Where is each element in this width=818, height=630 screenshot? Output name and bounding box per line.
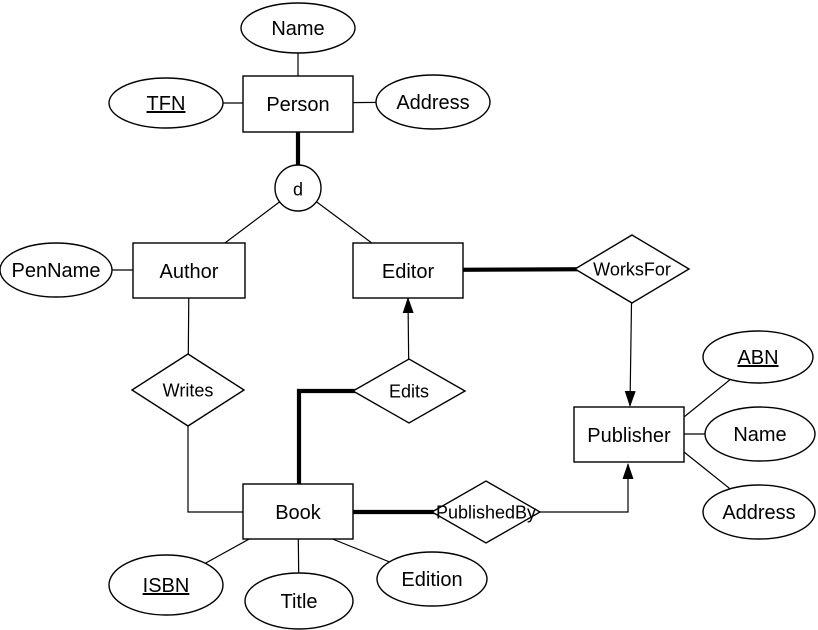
attribute-publisher-address: Address — [702, 484, 816, 540]
entity-book-box — [242, 483, 354, 540]
attribute-person-tfn: TFN — [108, 77, 224, 129]
entity-book-label: Book — [275, 502, 322, 524]
attribute-book-title-ellipse — [244, 572, 354, 630]
attribute-author-penname-label: PenName — [12, 260, 101, 282]
attribute-publisher-name-ellipse — [704, 406, 816, 462]
attribute-person-name-label: Name — [271, 18, 324, 40]
relationship-writes: Writes — [130, 353, 246, 427]
attribute-publisher-abn: ABN — [702, 330, 814, 384]
attribute-book-edition-label: Edition — [401, 569, 462, 591]
entity-editor-box — [352, 242, 464, 299]
entity-author: Author — [132, 242, 246, 299]
relationship-writes-label: Writes — [163, 380, 214, 400]
attribute-publisher-address-label: Address — [722, 502, 795, 524]
specialization-d-circle — [274, 164, 322, 212]
attribute-publisher-abn-ellipse — [702, 330, 814, 384]
attribute-person-name: Name — [240, 2, 356, 54]
attribute-book-isbn-label: ISBN — [143, 575, 190, 597]
relationship-publishedby: PublishedBy — [430, 480, 542, 544]
attribute-author-penname-ellipse — [0, 242, 113, 298]
specialization-d-label: d — [293, 179, 303, 199]
relationship-edits-diamond — [351, 358, 467, 424]
attribute-book-isbn-ellipse — [108, 554, 224, 616]
entity-person-label: Person — [266, 94, 329, 116]
attribute-book-title-label: Title — [280, 591, 317, 613]
entity-book: Book — [242, 483, 354, 540]
relationship-worksfor-diamond — [573, 234, 691, 304]
relationship-publishedby-diamond — [430, 480, 542, 544]
attribute-person-tfn-label: TFN — [147, 93, 186, 115]
relationship-worksfor: WorksFor — [573, 234, 691, 304]
attribute-publisher-abn-label: ABN — [737, 347, 778, 369]
entity-editor: Editor — [352, 242, 464, 299]
entity-publisher-box — [573, 406, 685, 463]
entity-person-box — [242, 75, 354, 133]
attribute-book-isbn: ISBN — [108, 554, 224, 616]
entity-publisher: Publisher — [573, 406, 685, 463]
attribute-person-address: Address — [375, 74, 491, 130]
attribute-publisher-address-ellipse — [702, 484, 816, 540]
attribute-person-address-ellipse — [375, 74, 491, 130]
attribute-person-address-label: Address — [396, 92, 469, 114]
attribute-publisher-name: Name — [704, 406, 816, 462]
attribute-author-penname: PenName — [0, 242, 113, 298]
entity-publisher-label: Publisher — [587, 425, 671, 447]
relationship-publishedby-label: PublishedBy — [436, 502, 536, 522]
relationship-edits-label: Edits — [389, 381, 429, 401]
attribute-book-edition-ellipse — [376, 551, 488, 607]
attribute-person-tfn-ellipse — [108, 77, 224, 129]
entity-author-box — [132, 242, 246, 299]
specialization-d: d — [274, 164, 322, 212]
attribute-book-title: Title — [244, 572, 354, 630]
attribute-publisher-name-label: Name — [733, 424, 786, 446]
attribute-book-edition: Edition — [376, 551, 488, 607]
relationship-writes-diamond — [130, 353, 246, 427]
entity-author-label: Author — [160, 261, 219, 283]
attribute-person-name-ellipse — [240, 2, 356, 54]
relationship-edits: Edits — [351, 358, 467, 424]
entity-editor-label: Editor — [382, 261, 435, 283]
relationship-worksfor-label: WorksFor — [593, 259, 671, 279]
entity-person: Person — [242, 75, 354, 133]
